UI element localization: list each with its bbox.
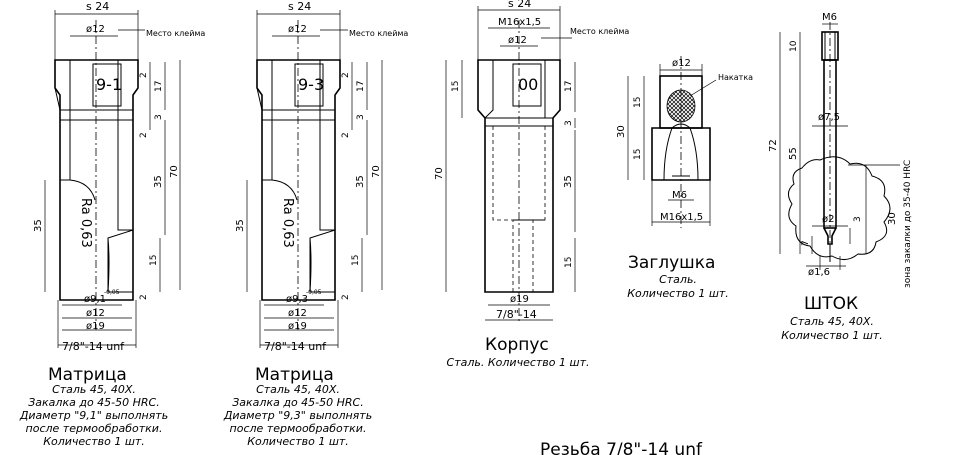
matrix2-thread: 7/8"-14 unf bbox=[264, 340, 327, 353]
plug-note-2: Количество 1 шт. bbox=[627, 287, 729, 300]
matrix1-d19: ø19 bbox=[86, 321, 105, 332]
matrix1-d35: 35 bbox=[153, 175, 164, 188]
matrix1-title: Матрица bbox=[48, 365, 127, 385]
rod-d7: 7 bbox=[801, 240, 811, 246]
body-d19: ø19 bbox=[510, 294, 529, 305]
matrix1-roughness: Ra 0,63 bbox=[78, 198, 93, 248]
matrix2-bore: ø12 bbox=[288, 24, 307, 35]
body-mark: 00 bbox=[518, 75, 538, 94]
thread-title: Резьба 7/8"-14 unf bbox=[540, 440, 703, 455]
plug-knurl: Накатка bbox=[718, 73, 753, 82]
matrix2-d19: ø19 bbox=[288, 321, 307, 332]
matrix2-d70: 70 bbox=[371, 165, 382, 178]
matrix1-d2b: 2 bbox=[139, 132, 149, 138]
plug-note-1: Сталь. bbox=[659, 273, 697, 286]
matrix1-d17: 17 bbox=[154, 81, 164, 92]
matrix2-d15: 15 bbox=[351, 255, 361, 266]
matrix2-mark-label: Место клейма bbox=[349, 29, 408, 38]
rod-d3: 3 bbox=[853, 216, 863, 222]
body-drawing bbox=[445, 6, 576, 322]
body-mark-label: Место клейма bbox=[570, 27, 629, 36]
matrix2-tol: -0,05 bbox=[306, 289, 322, 296]
matrix1-bore: ø12 bbox=[86, 24, 105, 35]
matrix2-drawing bbox=[246, 10, 383, 348]
matrix2-d35l: 35 bbox=[235, 219, 246, 232]
plug-d30: 30 bbox=[616, 125, 627, 138]
matrix1-d15: 15 bbox=[149, 255, 159, 266]
matrix1-note-1: Сталь 45, 40Х. bbox=[52, 383, 136, 396]
rod-d16: ø1,6 bbox=[808, 267, 830, 278]
matrix2-d17: 17 bbox=[356, 81, 366, 92]
matrix1-d-small: ø9,1 bbox=[84, 294, 106, 305]
body-d70: 70 bbox=[434, 167, 445, 180]
rod-drawing bbox=[779, 22, 900, 270]
matrix1-note-2: Закалка до 45-50 HRC. bbox=[28, 396, 159, 409]
plug-title: Заглушка bbox=[628, 253, 715, 273]
rod-title: ШТОК bbox=[804, 294, 858, 314]
matrix2-width: s 24 bbox=[288, 0, 311, 13]
body-d3: 3 bbox=[564, 120, 574, 126]
body-title: Корпус bbox=[485, 335, 549, 355]
rod-d30: 30 bbox=[887, 212, 898, 225]
matrix1-tol: -0,05 bbox=[104, 289, 120, 296]
matrix2-note-1: Сталь 45, 40Х. bbox=[256, 383, 340, 396]
matrix2-note-2: Закалка до 45-50 HRC. bbox=[232, 396, 363, 409]
plug-d15a: 15 bbox=[633, 97, 643, 108]
matrix1-mark-label: Место клейма bbox=[146, 29, 205, 38]
plug-m16: M16х1,5 bbox=[660, 212, 703, 223]
rod-m6: M6 bbox=[822, 12, 837, 23]
matrix2-d3: 3 bbox=[356, 114, 366, 120]
rod-note-1: Сталь 45, 40Х. bbox=[790, 315, 874, 328]
plug-d15b: 15 bbox=[633, 149, 643, 160]
matrix1-note-4: после термообработки. bbox=[26, 422, 163, 435]
matrix1-d3: 3 bbox=[154, 114, 164, 120]
matrix1-note-5: Количество 1 шт. bbox=[43, 435, 145, 448]
plug-drawing bbox=[627, 56, 717, 228]
matrix2-d2: 2 bbox=[341, 72, 351, 78]
matrix1-drawing bbox=[44, 10, 181, 348]
matrix2-title: Матрица bbox=[255, 365, 334, 385]
rod-d2: ø2 bbox=[822, 214, 834, 225]
matrix1-note-3: Диаметр "9,1" выполнять bbox=[19, 409, 168, 422]
rod-zone: зона закалки до 35-40 HRC bbox=[903, 160, 913, 288]
body-d35: 35 bbox=[563, 175, 574, 188]
plug-d12: ø12 bbox=[672, 58, 691, 69]
matrix1-d2c: 2 bbox=[139, 294, 149, 300]
body-bore: ø12 bbox=[508, 35, 527, 46]
body-m16: M16х1,5 bbox=[498, 17, 541, 28]
matrix2-mark: 9-3 bbox=[298, 75, 324, 94]
matrix2-d12: ø12 bbox=[288, 308, 307, 319]
matrix2-roughness: Ra 0,63 bbox=[280, 198, 295, 248]
matrix2-note-5: Количество 1 шт. bbox=[247, 435, 349, 448]
rod-d75: ø7,5 bbox=[818, 112, 840, 123]
plug-m6: M6 bbox=[672, 190, 687, 201]
matrix1-width: s 24 bbox=[86, 0, 109, 13]
body-thread: 7/8"-14 bbox=[496, 308, 537, 321]
body-note-1: Сталь. Количество 1 шт. bbox=[447, 356, 590, 369]
matrix1-d35l: 35 bbox=[33, 219, 44, 232]
matrix2-note-3: Диаметр "9,3" выполнять bbox=[223, 409, 372, 422]
body-d15: 15 bbox=[451, 81, 461, 92]
body-d17: 17 bbox=[564, 81, 574, 92]
matrix1-mark: 9-1 bbox=[96, 75, 122, 94]
matrix1-d2: 2 bbox=[139, 72, 149, 78]
matrix2-d2c: 2 bbox=[341, 294, 351, 300]
matrix1-thread: 7/8"-14 unf bbox=[62, 340, 125, 353]
matrix2-note-4: после термообработки. bbox=[230, 422, 367, 435]
matrix2-d35: 35 bbox=[355, 175, 366, 188]
matrix2-d2b: 2 bbox=[341, 132, 351, 138]
matrix1-d12: ø12 bbox=[86, 308, 105, 319]
body-d15b: 15 bbox=[564, 257, 574, 268]
matrix2-d-small: ø9,3 bbox=[286, 294, 308, 305]
rod-d10: 10 bbox=[789, 40, 799, 52]
rod-note-2: Количество 1 шт. bbox=[781, 329, 883, 342]
matrix1-d70: 70 bbox=[169, 165, 180, 178]
rod-d55: 55 bbox=[788, 147, 799, 160]
body-width: s 24 bbox=[508, 0, 531, 10]
rod-d72: 72 bbox=[768, 139, 779, 152]
